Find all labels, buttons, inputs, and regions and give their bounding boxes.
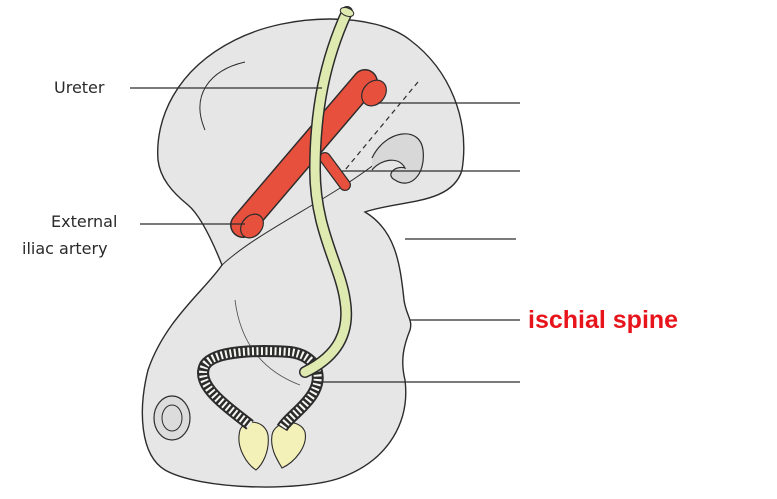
- hip-bone: [142, 19, 463, 487]
- label-external-iliac-line2: iliac artery: [22, 240, 108, 258]
- label-external-iliac-line1: External: [51, 213, 117, 231]
- label-ureter: Ureter: [54, 79, 104, 97]
- label-ischial-spine: ischial spine: [528, 306, 678, 335]
- symphysis-ring-outer: [154, 396, 190, 440]
